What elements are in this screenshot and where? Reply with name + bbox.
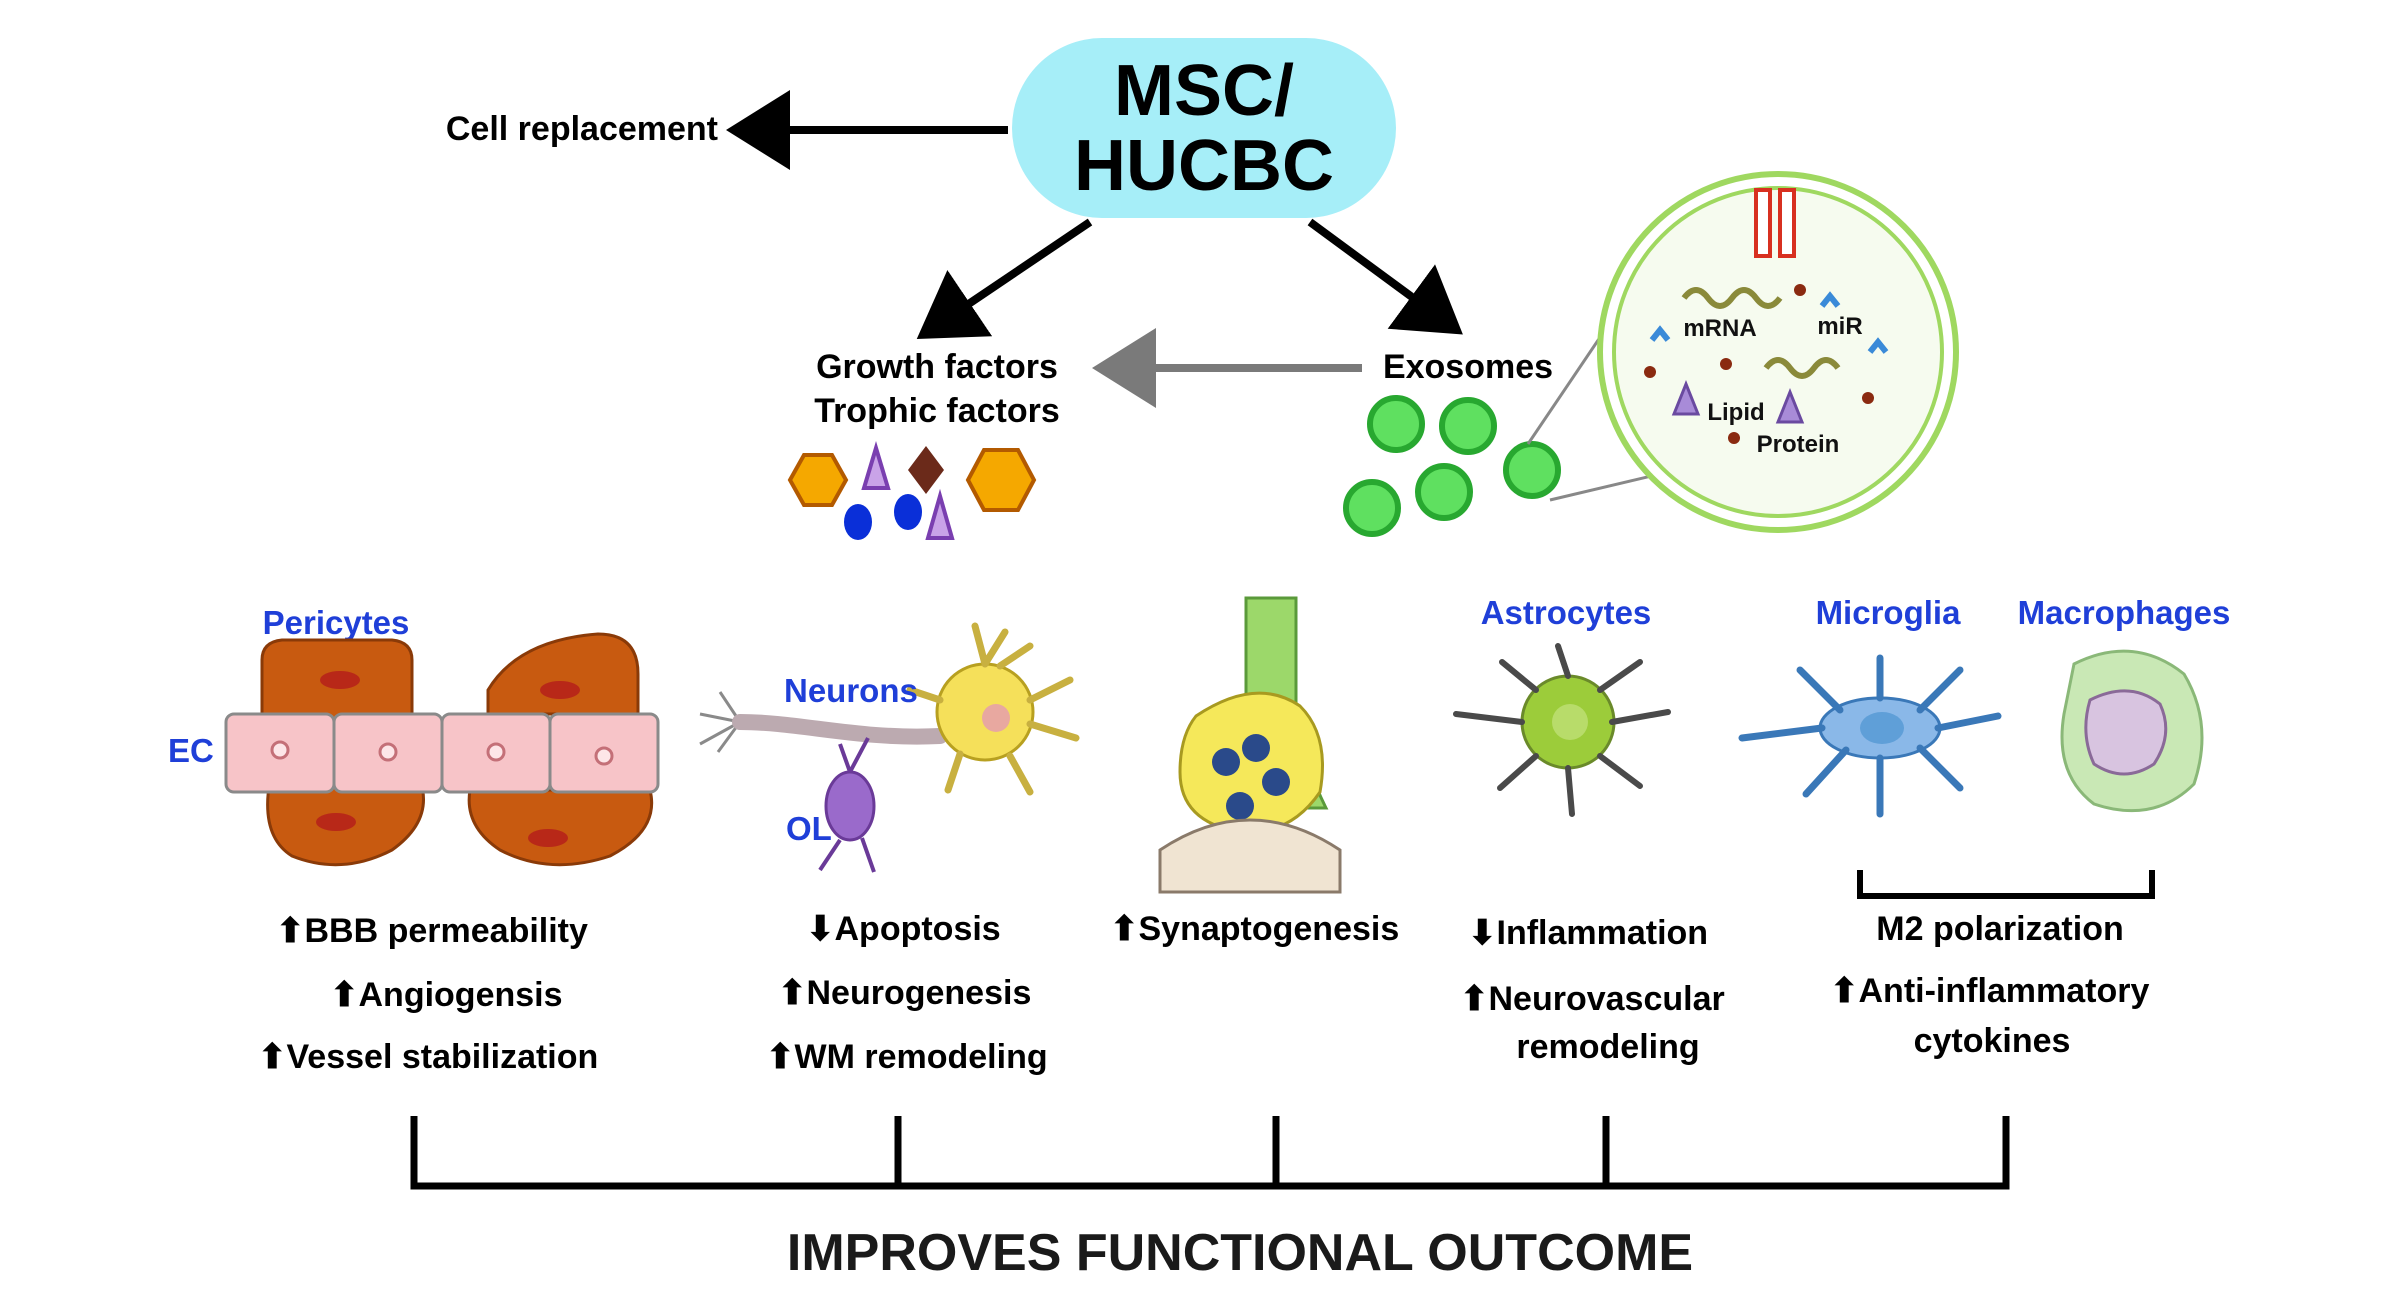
microglia-label: Microglia — [1816, 594, 1962, 631]
synaptic-effects: ⬆Synaptogenesis — [1110, 910, 1399, 948]
astrocytes-label: Astrocytes — [1481, 594, 1652, 631]
cell-replacement-label: Cell replacement — [446, 110, 718, 148]
hexagon-factor-left — [787, 453, 849, 507]
microglia-cell — [1738, 654, 2002, 818]
macrophage-cell — [2060, 649, 2204, 813]
receptor-right — [1778, 188, 1796, 258]
effect-neurovascular: ⬆Neurovascular — [1460, 980, 1725, 1018]
receptor-left — [1754, 188, 1772, 258]
effect-anti-inflammatory: ⬆Anti-inflammatory — [1830, 972, 2150, 1010]
mir-mark-2 — [1867, 337, 1889, 354]
effect-angiogensis: ⬆Angiogensis — [330, 976, 563, 1014]
m2-bracket — [1857, 870, 2155, 899]
ec-label: EC — [168, 732, 214, 769]
outcome-label: IMPROVES FUNCTIONAL OUTCOME — [787, 1224, 1693, 1282]
effect-remodeling: remodeling — [1516, 1028, 1699, 1066]
effect-synaptogenesis: ⬆Synaptogenesis — [1110, 910, 1399, 948]
triangle-factor-small — [925, 488, 955, 540]
oval-factor-right — [894, 494, 922, 530]
mir-mark-3 — [1649, 325, 1671, 342]
neuron-cells — [699, 622, 1080, 873]
vascular-effects: ⬆BBB permeability ⬆Angiogensis ⬆Vessel s… — [258, 912, 598, 1076]
diamond-factor — [908, 446, 944, 494]
mrna-strand-1 — [1681, 287, 1783, 309]
ol-label: OL — [786, 810, 832, 847]
mir-mark-1 — [1819, 291, 1841, 308]
mrna-label: mRNA — [1683, 315, 1756, 342]
effect-neurogenesis: ⬆Neurogenesis — [778, 974, 1031, 1012]
protein-triangle — [1775, 387, 1805, 424]
msc-label-line1: MSC/ — [1114, 51, 1294, 131]
arrow-to-exosomes — [1307, 218, 1463, 335]
hexagon-factor-right — [965, 448, 1037, 512]
protein-label: Protein — [1757, 431, 1840, 458]
exosome-detail: mRNA miR Lipid Protein — [1597, 171, 1959, 533]
synapse-illustration — [1158, 596, 1342, 894]
effect-inflammation: ⬇Inflammation — [1468, 914, 1708, 952]
zoom-line-bottom — [1549, 472, 1661, 502]
macrophages-label: Macrophages — [2018, 594, 2231, 631]
exosomes-label: Exosomes — [1383, 348, 1553, 386]
astrocytic-effects: ⬇Inflammation ⬆Neurovascular remodeling — [1460, 914, 1725, 1066]
msc-label-line2: HUCBC — [1074, 126, 1334, 206]
effect-cytokines: cytokines — [1914, 1022, 2071, 1060]
pericytes-label: Pericytes — [263, 604, 410, 641]
arrow-to-growth-factors — [916, 218, 1093, 339]
pericyte-cells — [260, 632, 654, 867]
triangle-factor — [861, 441, 891, 490]
trophic-factors-label: Trophic factors — [814, 392, 1060, 430]
mrna-strand-2 — [1763, 357, 1841, 379]
exosome-spheres — [1343, 395, 1561, 537]
neurons-label: Neurons — [784, 672, 918, 709]
factor-shapes — [787, 441, 1037, 540]
effect-bbb-permeability: ⬆BBB permeability — [276, 912, 588, 950]
immune-effects: M2 polarization ⬆Anti-inflammatory cytok… — [1830, 910, 2150, 1060]
effect-wm-remodeling: ⬆WM remodeling — [766, 1038, 1048, 1076]
m2-polarization-label: M2 polarization — [1876, 910, 2123, 948]
lipid-triangle — [1671, 379, 1701, 416]
effect-apoptosis: ⬇Apoptosis — [806, 910, 1001, 948]
msc-hucbc-node — [1012, 38, 1396, 218]
oval-factor-left — [844, 504, 872, 540]
lipid-label: Lipid — [1707, 399, 1764, 426]
endothelial-cells — [224, 712, 660, 794]
neuronal-effects: ⬇Apoptosis ⬆Neurogenesis ⬆WM remodeling — [766, 910, 1048, 1076]
growth-factors-label: Growth factors — [816, 348, 1058, 386]
mir-label: miR — [1817, 313, 1862, 340]
effect-vessel-stabilization: ⬆Vessel stabilization — [258, 1038, 598, 1076]
astrocyte-cell — [1453, 643, 1671, 817]
outcome-bracket — [410, 1116, 2010, 1190]
